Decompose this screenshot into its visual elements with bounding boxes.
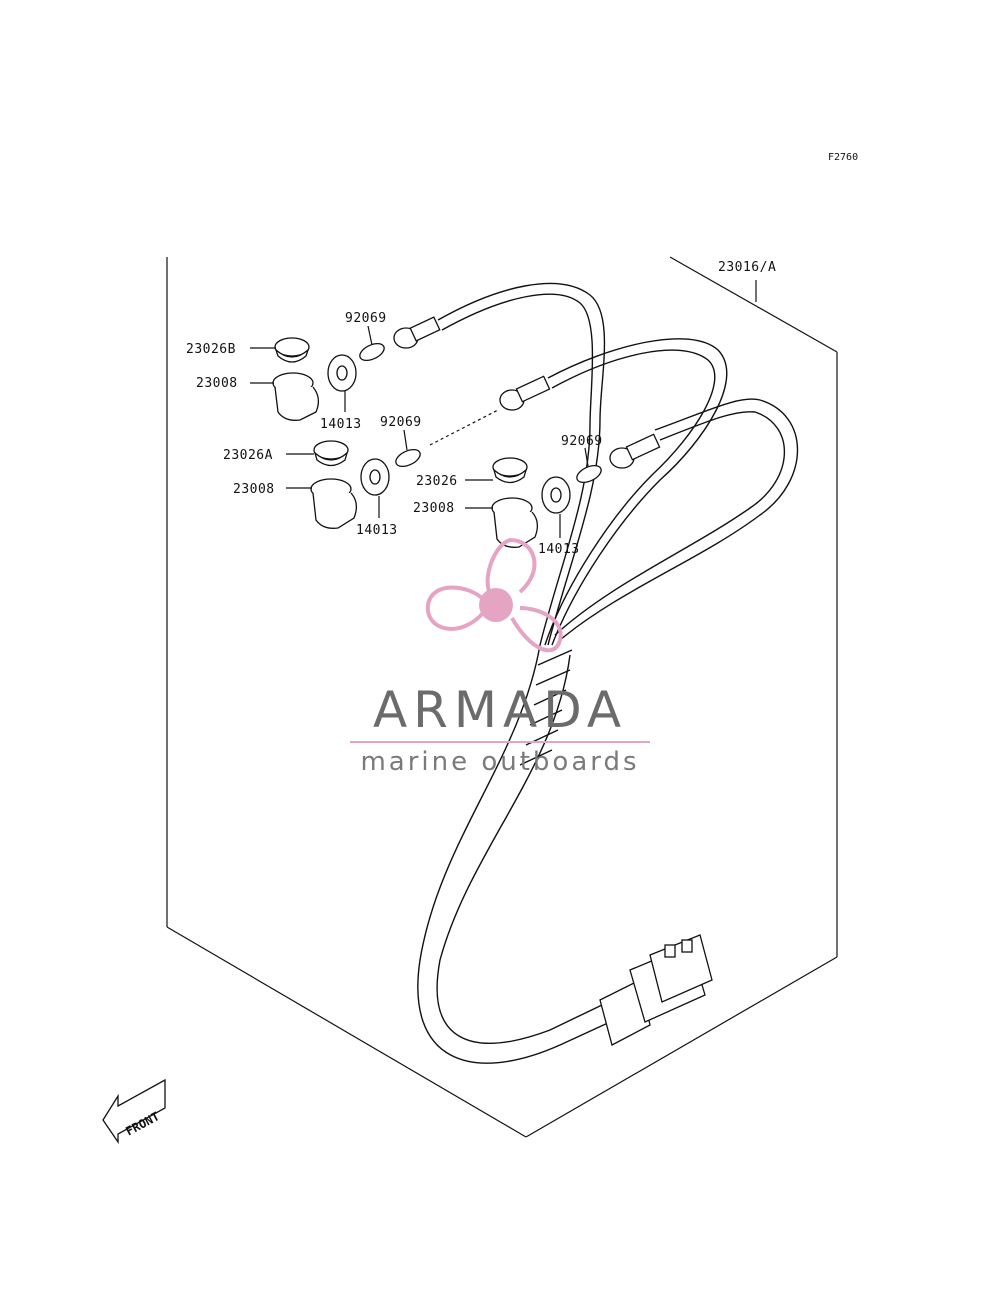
propeller-icon (425, 537, 563, 653)
label-cap-plain: 23026 (416, 474, 458, 489)
label-socket-2: 23008 (233, 482, 275, 497)
label-cap-b: 23026B (186, 342, 236, 357)
watermark-tagline: marine outboards (360, 747, 639, 777)
figure-code: F2760 (828, 152, 858, 163)
leader-lines (250, 280, 757, 538)
label-bulb-1: 92069 (345, 311, 387, 326)
label-socket-1: 23008 (196, 376, 238, 391)
cable-end-sockets (393, 316, 661, 469)
watermark-logo: ARMADA marine outboards (350, 537, 650, 777)
part-labels: 23016/A 23026B 23008 14013 92069 92069 2… (186, 260, 776, 557)
label-grommet-1: 14013 (320, 417, 362, 432)
label-bulb-3: 92069 (561, 434, 603, 449)
parts-frame (166, 256, 838, 1138)
label-bulb-2: 92069 (380, 415, 422, 430)
label-socket-3: 23008 (413, 501, 455, 516)
wire-harness (417, 282, 799, 1064)
grommets (327, 354, 571, 514)
label-grommet-2: 14013 (356, 523, 398, 538)
harness-connector (599, 934, 713, 1046)
front-arrow-icon: FRONT (102, 1078, 166, 1145)
caps (274, 337, 528, 484)
label-cap-a: 23026A (223, 448, 273, 463)
bulbs (359, 342, 602, 484)
label-harness: 23016/A (718, 260, 776, 275)
label-grommet-3: 14013 (538, 542, 580, 557)
socket-housings (272, 372, 539, 548)
watermark-brand: ARMADA (373, 681, 627, 739)
